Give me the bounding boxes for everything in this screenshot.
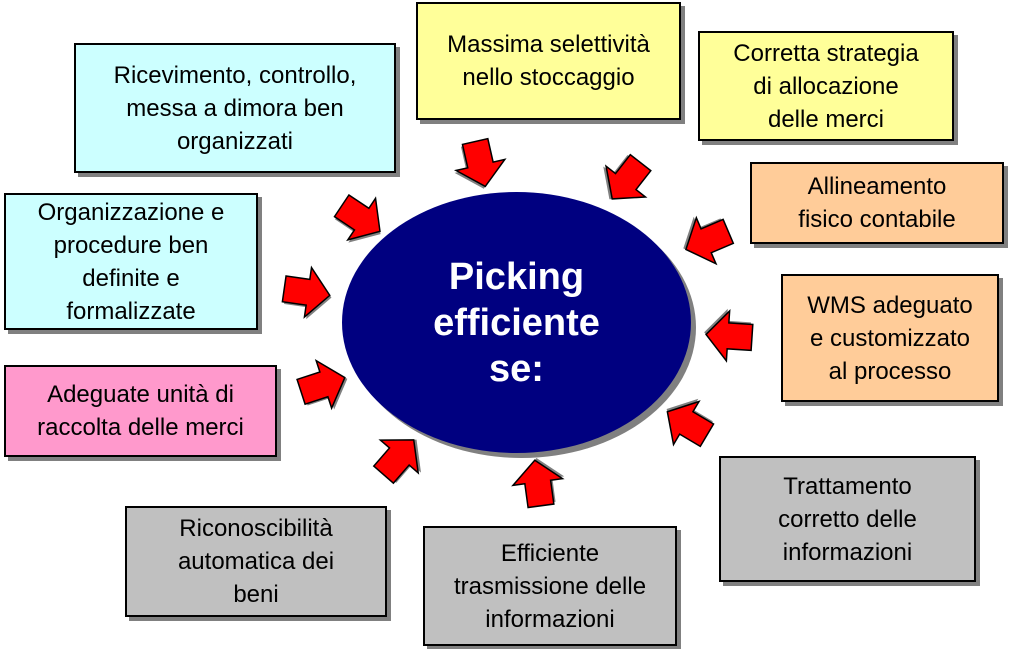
arrow-selettivita	[453, 137, 507, 189]
central-ellipse-label: Picking efficiente se:	[433, 255, 600, 390]
box-wms: WMS adeguato e customizzato al processo	[781, 274, 999, 402]
box-trasmissione-text: Efficiente trasmissione delle informazio…	[453, 539, 647, 633]
box-selettivita-text: Massima selettività nello stoccaggio	[447, 31, 650, 91]
box-riconoscibilita: Riconoscibilità automatica dei beni	[125, 506, 387, 617]
box-riconoscibilita-text: Riconoscibilità automatica dei beni	[177, 515, 335, 608]
arrow-ricevimento	[333, 193, 381, 243]
box-unita: Adeguate unità di raccolta delle merci	[4, 365, 277, 457]
arrow-riconoscibilita	[372, 439, 422, 485]
arrow-unita	[296, 358, 348, 411]
arrow-trattamento	[666, 398, 715, 448]
box-allineamento: Allineamento fisico contabile	[750, 162, 1004, 244]
box-selettivita: Massima selettività nello stoccaggio	[416, 2, 681, 120]
box-trattamento: Trattamento corretto delle informazioni	[719, 456, 976, 582]
box-allocazione: Corretta strategia di allocazione delle …	[698, 31, 954, 141]
box-organizzazione-text: Organizzazione e procedure ben definite …	[37, 198, 225, 325]
box-organizzazione: Organizzazione e procedure ben definite …	[4, 193, 258, 330]
box-allineamento-text: Allineamento fisico contabile	[798, 173, 956, 233]
arrow-trasmissione	[511, 457, 565, 509]
arrow-wms	[704, 308, 754, 363]
central-ellipse	[342, 192, 691, 453]
box-unita-text: Adeguate unità di raccolta delle merci	[37, 381, 244, 441]
box-trasmissione: Efficiente trasmissione delle informazio…	[423, 526, 677, 646]
box-wms-text: WMS adeguato e customizzato al processo	[807, 291, 973, 385]
box-trattamento-text: Trattamento corretto delle informazioni	[778, 472, 917, 566]
box-ricevimento: Ricevimento, controllo, messa a dimora b…	[74, 43, 396, 173]
arrow-allocazione	[603, 153, 652, 200]
box-ricevimento-text: Ricevimento, controllo, messa a dimora b…	[113, 61, 357, 155]
box-allocazione-text: Corretta strategia di allocazione delle …	[733, 39, 919, 133]
arrow-organizzazione	[281, 265, 332, 320]
arrow-allineamento	[683, 215, 735, 266]
